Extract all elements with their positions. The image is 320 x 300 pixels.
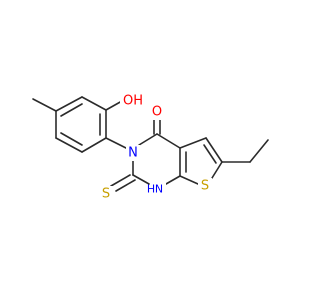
carbonyl-oxygen-label: O xyxy=(152,105,162,120)
bond-nh-c2 xyxy=(132,174,150,185)
bond-benz-5 xyxy=(55,137,83,153)
bond-n-c4 xyxy=(138,133,158,146)
nh-nitrogen-label: N xyxy=(155,183,163,196)
bond-c4-c4a xyxy=(156,133,181,149)
bond-thione-a xyxy=(110,174,131,187)
hydroxyl-label: OH xyxy=(123,94,143,109)
bond-ethyl-2 xyxy=(249,139,269,163)
atom-labels: OH O N S N H S xyxy=(99,93,212,202)
molecule-structure: OH O N S N H S xyxy=(32,93,269,202)
bond-thione-b xyxy=(115,179,136,192)
thiophene-sulfur-label: S xyxy=(201,179,209,194)
bond-benz-1 xyxy=(55,96,83,112)
bond-aryl-n xyxy=(105,137,127,149)
nh-hydrogen-label: H xyxy=(147,183,155,196)
bond-c5-c6 xyxy=(205,137,223,163)
bond-c5-c6-inner xyxy=(203,144,217,164)
bond-benz-5-inner xyxy=(60,132,83,146)
bond-hydroxyl xyxy=(105,100,123,111)
bond-c8a-nh xyxy=(165,175,181,185)
bond-c6-s xyxy=(211,161,223,179)
bond-benz-4 xyxy=(81,137,107,153)
molecule-diagram: OH O N S N H S xyxy=(32,93,269,202)
bond-s-c8a xyxy=(179,175,199,185)
bond-benz-1-inner xyxy=(60,103,83,117)
bond-c4a-c5 xyxy=(179,137,207,149)
ring-nitrogen-label: N xyxy=(128,146,138,161)
bond-lines xyxy=(32,96,269,192)
thione-sulfur-label: S xyxy=(102,187,110,202)
bond-methyl xyxy=(32,98,57,112)
bond-benz-2 xyxy=(81,96,107,111)
